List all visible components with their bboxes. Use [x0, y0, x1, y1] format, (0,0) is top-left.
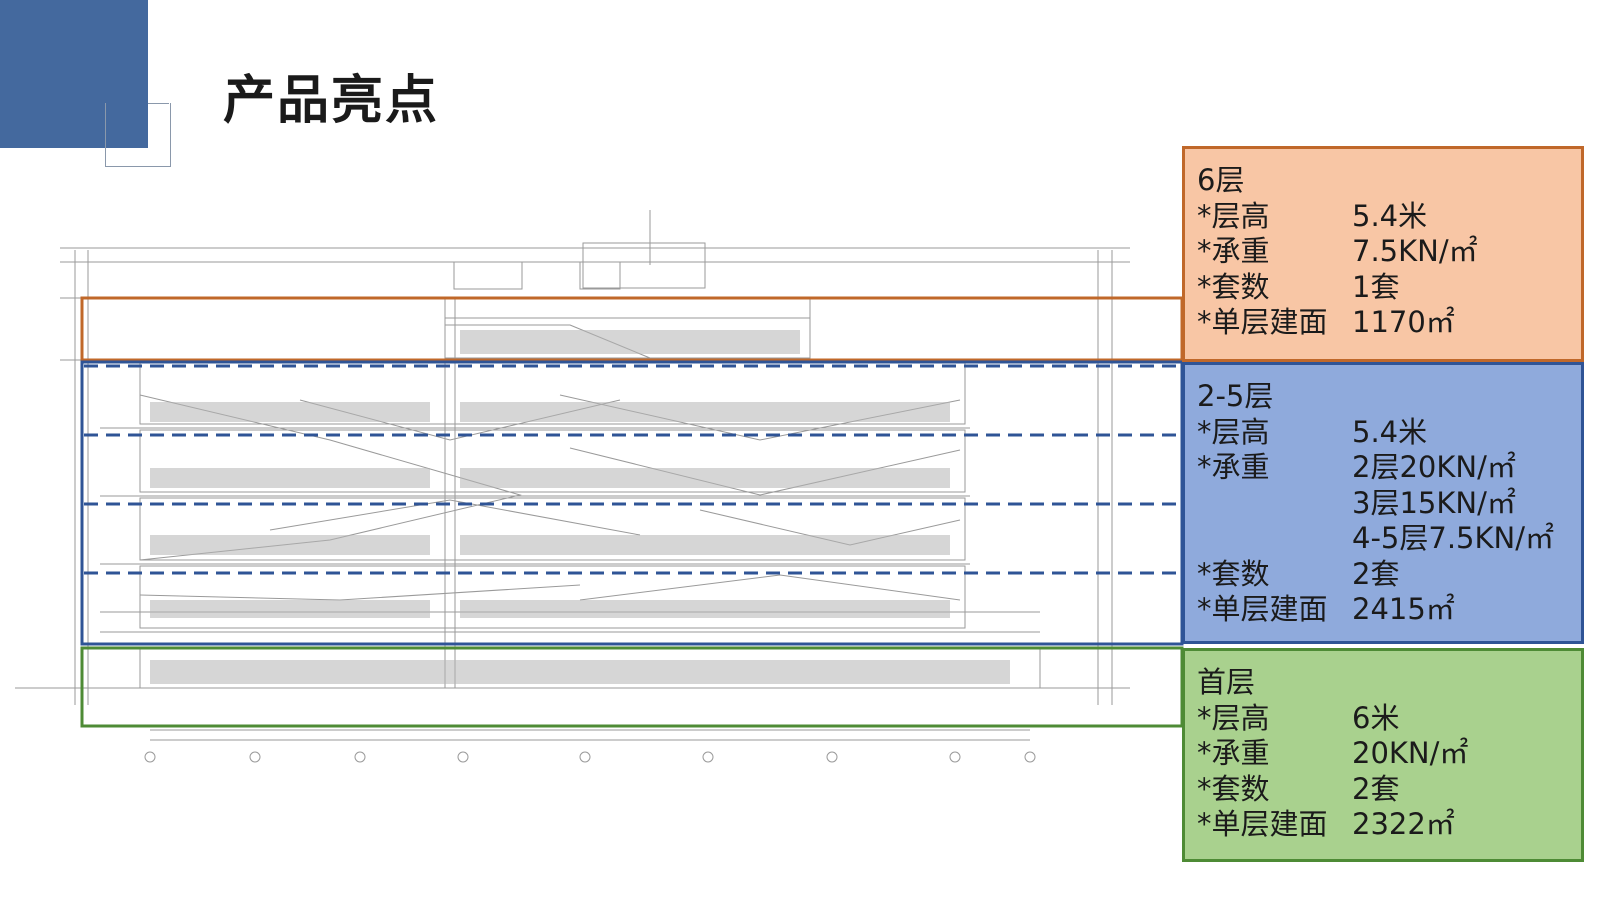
spec-value: 2层20KN/㎡ — [1352, 450, 1516, 484]
spec-row: *单层建面 2415㎡ — [1197, 592, 1569, 628]
spec-value: 2套 — [1352, 556, 1400, 591]
spec-label: *层高 — [1197, 414, 1270, 449]
spec-label: *层高 — [1197, 198, 1270, 233]
spec-label: *承重 — [1197, 450, 1270, 484]
spec-row: *层高 5.4米 — [1197, 415, 1569, 451]
spec-value: 2套 — [1352, 771, 1400, 806]
spec-value: 2415㎡ — [1352, 592, 1455, 626]
spec-row: *层高 6米 — [1197, 701, 1569, 737]
elevation-linework — [15, 210, 1130, 741]
spec-row: *承重 7.5KN/㎡ — [1197, 234, 1569, 270]
spec-row: *单层建面 2322㎡ — [1197, 807, 1569, 843]
spec-value: 3层15KN/㎡ — [1352, 485, 1516, 520]
spec-value: 7.5KN/㎡ — [1352, 234, 1478, 268]
spec-value: 2322㎡ — [1352, 807, 1455, 841]
corner-decoration-block — [0, 0, 148, 148]
spec-row: *单层建面 1170㎡ — [1197, 305, 1569, 341]
spec-row: *承重 2层20KN/㎡ — [1197, 450, 1569, 486]
spec-row: *套数 2套 — [1197, 772, 1569, 808]
spec-row: 3层15KN/㎡ — [1197, 486, 1569, 522]
spec-value: 4-5层7.5KN/㎡ — [1352, 521, 1554, 555]
spec-row: *层高 5.4米 — [1197, 199, 1569, 235]
spec-label: *承重 — [1197, 736, 1270, 770]
spec-label: *套数 — [1197, 269, 1270, 304]
spec-value: 5.4米 — [1352, 414, 1428, 449]
spec-label — [1197, 486, 1352, 522]
spec-label: *承重 — [1197, 234, 1270, 268]
spec-label — [1197, 521, 1352, 557]
axis-circles — [144, 751, 1036, 763]
spec-row: 4-5层7.5KN/㎡ — [1197, 521, 1569, 557]
spec-label: *套数 — [1197, 556, 1270, 591]
spec-value: 20KN/㎡ — [1352, 736, 1469, 770]
spec-label: *单层建面 — [1197, 807, 1328, 841]
top-floor-spec-panel: 6层 *层高 5.4米 *承重 7.5KN/㎡ *套数 1套 *单层建面 1170㎡ — [1182, 146, 1584, 362]
facade-hatching — [150, 330, 1010, 684]
spec-label: *单层建面 — [1197, 305, 1328, 339]
panel-title: 2-5层 — [1197, 379, 1274, 413]
slide-title: 产品亮点 — [223, 71, 440, 131]
spec-value: 6米 — [1352, 700, 1400, 735]
spec-value: 5.4米 — [1352, 198, 1428, 233]
spec-label: *单层建面 — [1197, 592, 1328, 626]
middle-floors-spec-panel: 2-5层 *层高 5.4米 *承重 2层20KN/㎡ 3层15KN/㎡ 4-5层7.… — [1182, 362, 1584, 644]
spec-row: *套数 1套 — [1197, 270, 1569, 306]
panel-title: 首层 — [1197, 665, 1256, 699]
ground-floor-spec-panel: 首层 *层高 6米 *承重 20KN/㎡ *套数 2套 *单层建面 2322㎡ — [1182, 648, 1584, 862]
spec-label: *层高 — [1197, 700, 1270, 735]
corner-decoration-outline — [105, 103, 171, 167]
panel-title: 6层 — [1197, 163, 1245, 197]
spec-row: *承重 20KN/㎡ — [1197, 736, 1569, 772]
corner-decoration-outline-top — [148, 103, 169, 104]
spec-row: *套数 2套 — [1197, 557, 1569, 593]
spec-label: *套数 — [1197, 771, 1270, 806]
ground-floor-highlight-box — [80, 646, 1184, 728]
spec-value: 1170㎡ — [1352, 305, 1455, 339]
spec-value: 1套 — [1352, 269, 1400, 304]
